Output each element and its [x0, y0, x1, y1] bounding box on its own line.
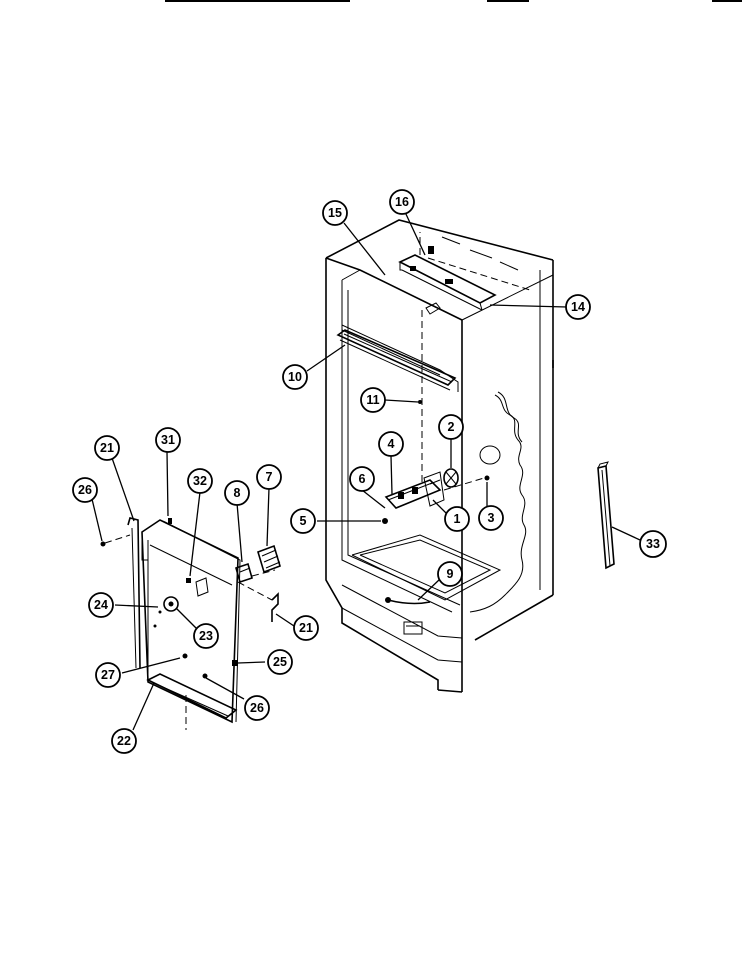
svg-text:27: 27 [101, 668, 115, 682]
cold-control-shaft [418, 302, 441, 485]
svg-text:21: 21 [100, 441, 114, 455]
svg-text:26: 26 [250, 701, 264, 715]
callout-2: 2 [438, 414, 464, 440]
svg-text:5: 5 [300, 514, 307, 528]
callout-3: 3 [478, 505, 504, 531]
svg-text:33: 33 [646, 537, 660, 551]
callout-27: 27 [95, 662, 121, 688]
callout-33: 33 [639, 530, 667, 558]
trim-strip [597, 461, 615, 570]
svg-text:24: 24 [94, 598, 108, 612]
callout-1: 1 [444, 506, 470, 532]
callout-5: 5 [290, 508, 316, 534]
svg-text:11: 11 [366, 393, 379, 407]
callout-26-top: 26 [72, 477, 98, 503]
svg-text:7: 7 [266, 470, 273, 484]
svg-text:1: 1 [454, 512, 461, 526]
svg-text:15: 15 [328, 206, 342, 220]
leader-lines [91, 211, 641, 731]
svg-text:2: 2 [448, 420, 455, 434]
callout-31: 31 [155, 427, 181, 453]
svg-text:6: 6 [359, 472, 366, 486]
callout-10: 10 [282, 364, 308, 390]
top-edge-marks [165, 0, 742, 2]
callout-25: 25 [267, 649, 293, 675]
callout-14: 14 [565, 294, 591, 320]
svg-text:16: 16 [395, 195, 409, 209]
svg-text:21: 21 [299, 621, 313, 635]
svg-text:9: 9 [447, 567, 454, 581]
callout-16: 16 [389, 189, 415, 215]
callout-6: 6 [349, 466, 375, 492]
callout-22: 22 [111, 728, 137, 754]
refrigerator-cabinet [325, 219, 554, 693]
callout-32: 32 [187, 468, 213, 494]
callout-15: 15 [322, 200, 348, 226]
callout-8: 8 [224, 480, 250, 506]
control-assembly [382, 468, 490, 524]
svg-text:31: 31 [161, 433, 175, 447]
drain-tube [385, 597, 431, 605]
bracket-21 [237, 581, 279, 622]
capacitor-relay [235, 544, 281, 584]
back-panel [100, 517, 241, 730]
svg-text:10: 10 [288, 370, 302, 384]
crossbar [336, 329, 457, 391]
callout-21-bottom: 21 [293, 615, 319, 641]
callout-4: 4 [378, 431, 404, 457]
svg-text:4: 4 [388, 437, 395, 451]
callout-26-bottom: 26 [244, 695, 270, 721]
callout-9: 9 [437, 561, 463, 587]
callout-23: 23 [193, 623, 219, 649]
svg-text:22: 22 [117, 734, 131, 748]
svg-text:14: 14 [571, 300, 585, 314]
svg-text:23: 23 [199, 629, 213, 643]
svg-text:8: 8 [234, 486, 241, 500]
callout-11: 11 [360, 387, 386, 413]
svg-text:3: 3 [488, 511, 495, 525]
callout-24: 24 [88, 592, 114, 618]
callout-7: 7 [256, 464, 282, 490]
svg-text:32: 32 [193, 474, 207, 488]
svg-text:26: 26 [78, 483, 92, 497]
callout-21-top: 21 [94, 435, 120, 461]
svg-text:25: 25 [273, 655, 287, 669]
